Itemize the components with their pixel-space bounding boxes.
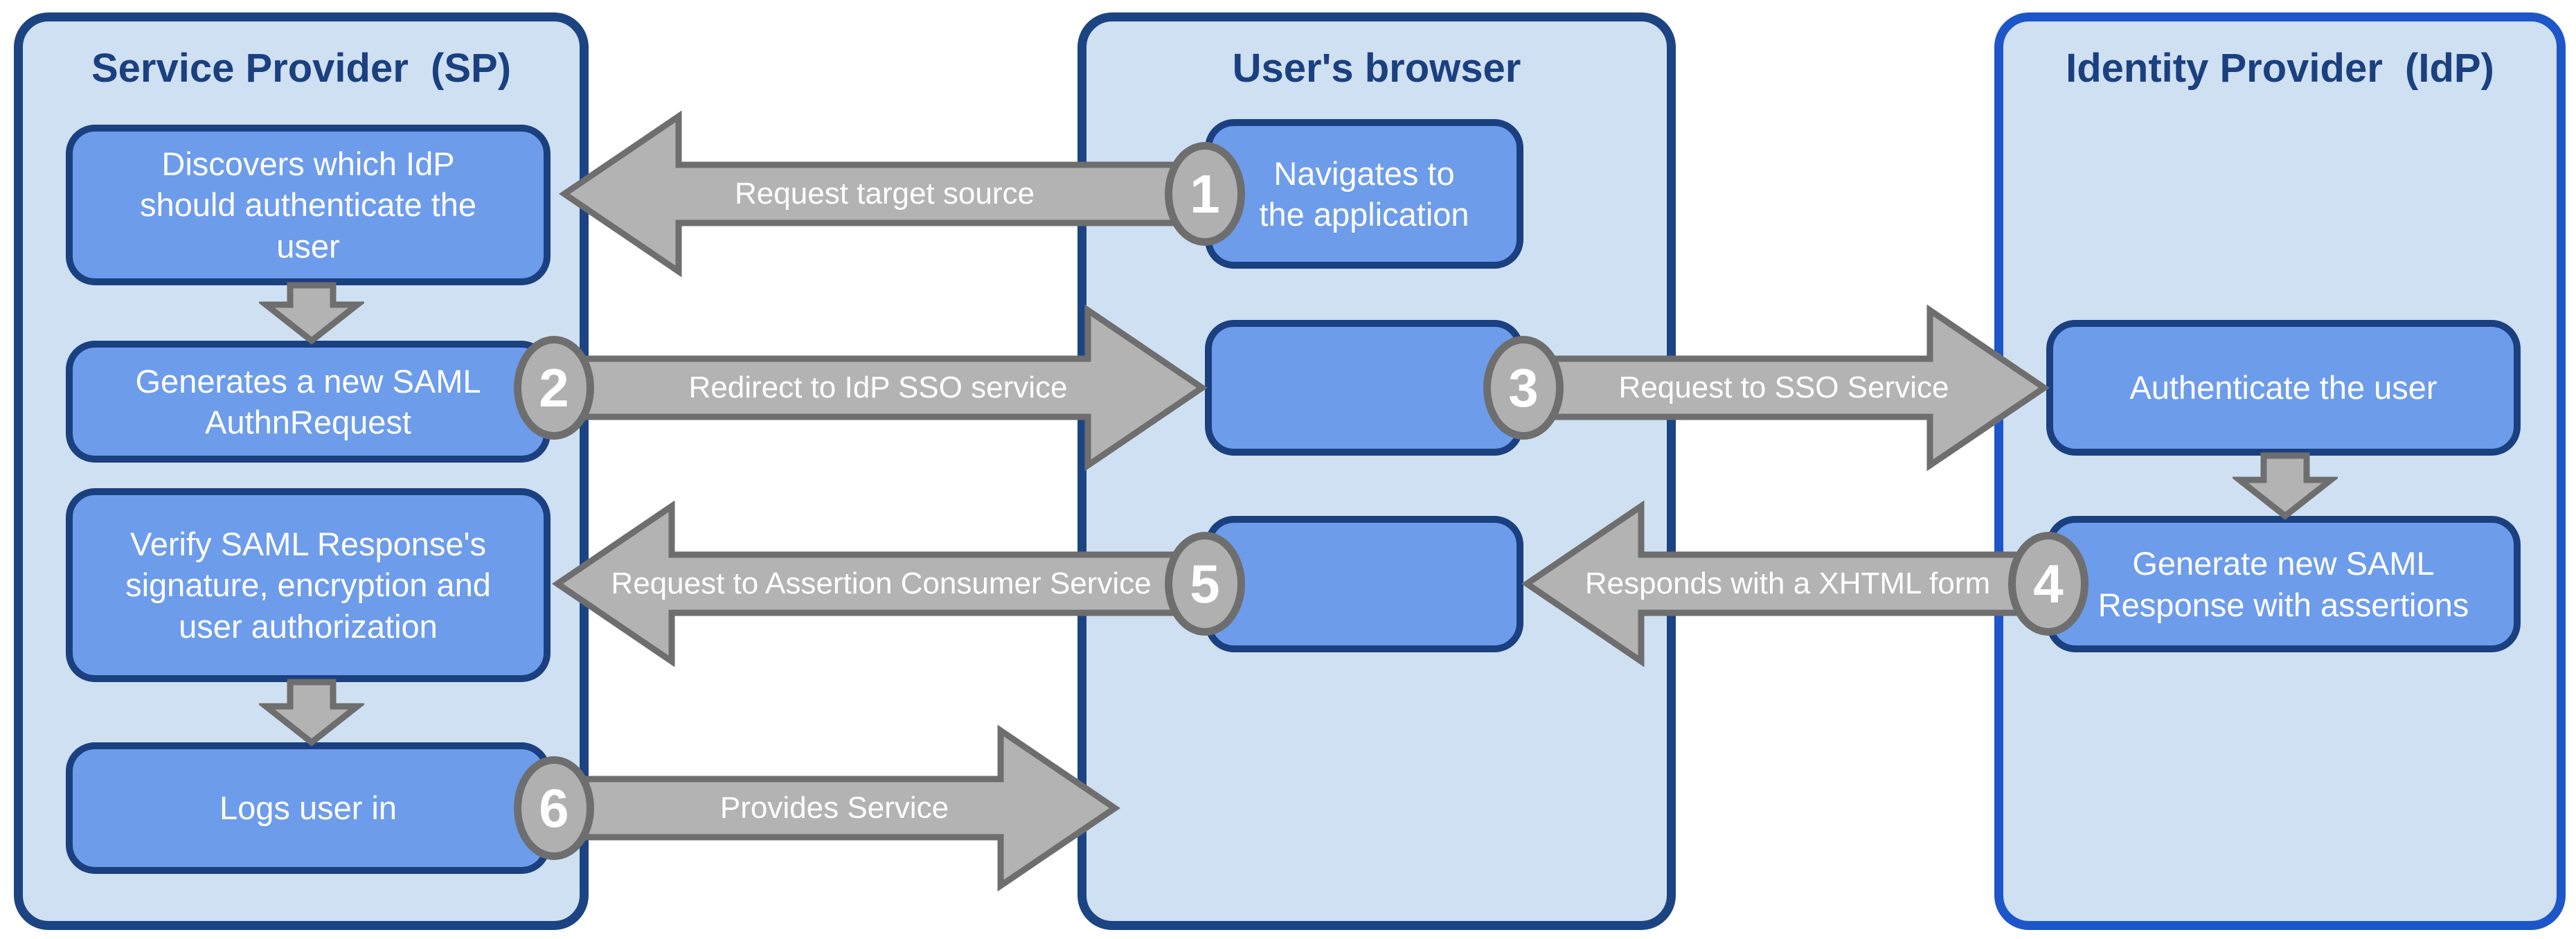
- lane-idp: Identity Provider (IdP): [1994, 12, 2566, 930]
- step-badge-3: 3: [1483, 336, 1564, 440]
- box-browser-relay-2: [1205, 516, 1523, 652]
- flow-arrow-step-3-right: [1517, 304, 2051, 474]
- box-discovers-which-idp: Discovers which IdP should authenticate …: [66, 125, 551, 285]
- step-badge-2: 2: [514, 336, 594, 440]
- box-logs-user-in: Logs user in: [66, 742, 551, 874]
- box-verify-saml-response: Verify SAML Response's signature, encryp…: [66, 488, 551, 682]
- step-badge-5: 5: [1165, 532, 1245, 636]
- flow-arrow-label-step-4: Responds with a XHTML form: [1584, 566, 1991, 600]
- down-arrow-icon: [257, 278, 366, 351]
- down-arrow-icon: [2230, 449, 2340, 526]
- box-navigates-to-application: Navigates to the application: [1205, 119, 1523, 269]
- flow-arrow-label-step-3: Request to SSO Service: [1618, 370, 1949, 404]
- flow-arrow-step-6-right: [547, 724, 1122, 895]
- step-badge-1: 1: [1165, 142, 1245, 246]
- lane-title-browser: User's browser: [1232, 46, 1521, 91]
- flow-arrow-label-step-6: Provides Service: [719, 791, 949, 825]
- lane-title-idp: Identity Provider (IdP): [2066, 46, 2494, 91]
- flow-arrow-label-step-5: Request to Assertion Consumer Service: [611, 566, 1152, 600]
- flow-arrow-step-2-right: [547, 304, 1209, 474]
- flow-arrow-label-step-2: Redirect to IdP SSO service: [688, 370, 1068, 404]
- flow-arrow-step-4-left: [1520, 500, 2055, 670]
- box-generate-saml-response: Generate new SAML Response with assertio…: [2046, 516, 2521, 652]
- step-badge-4: 4: [2008, 532, 2088, 636]
- step-badge-6: 6: [514, 756, 594, 860]
- box-authenticate-user: Authenticate the user: [2046, 320, 2521, 456]
- box-browser-relay-1: [1205, 320, 1523, 456]
- box-generates-authnrequest: Generates a new SAML AuthnRequest: [66, 341, 551, 463]
- flow-arrow-step-1-left: [557, 110, 1212, 280]
- down-arrow-icon: [257, 675, 366, 753]
- lane-title-sp: Service Provider (SP): [91, 46, 512, 91]
- flow-arrow-step-5-left: [551, 500, 1212, 670]
- flow-arrow-label-step-1: Request target source: [735, 177, 1035, 211]
